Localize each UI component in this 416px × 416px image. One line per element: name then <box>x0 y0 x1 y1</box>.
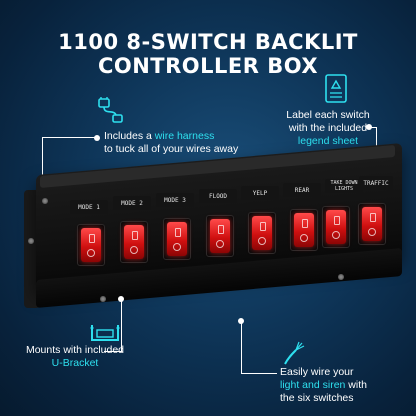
switch-label-5: YELP <box>241 186 279 200</box>
switch-label-1: MODE 1 <box>70 200 108 214</box>
rocker-switch-2[interactable] <box>120 221 148 263</box>
rocker-switch-6[interactable] <box>290 209 318 251</box>
bracket-callout-line-v <box>121 299 122 351</box>
harness-text-pre: Includes a <box>104 130 155 142</box>
legend-text-line2: with the included <box>288 122 368 134</box>
legend-text-highlight: legend sheet <box>297 135 359 147</box>
harness-callout-line-v <box>42 137 43 189</box>
wire-text-highlight: light and siren <box>280 379 346 391</box>
harness-callout-dot <box>94 135 100 141</box>
bracket-callout: Mounts with included U-Bracket <box>10 344 140 370</box>
rocker-switch-5[interactable] <box>248 212 276 254</box>
screw <box>28 238 34 244</box>
legend-callout: Label each switch with the included lege… <box>268 109 388 148</box>
wire-text-line3: the six switches <box>280 392 354 404</box>
bracket-callout-line-h <box>104 351 122 352</box>
wire-callout: Easily wire your light and siren with th… <box>280 366 412 405</box>
legend-callout-line-h <box>368 127 376 128</box>
u-bracket-icon <box>88 322 122 350</box>
rocker-switch-8[interactable] <box>358 203 386 245</box>
legend-text-line1: Label each switch <box>286 109 370 121</box>
screw <box>338 274 344 280</box>
wire-harness-icon <box>96 95 126 129</box>
title-line-2: CONTROLLER BOX <box>97 54 319 78</box>
switch-label-7: TAKE DOWN LIGHTS <box>325 179 363 193</box>
harness-text-post: to tuck all of your wires away <box>104 143 239 155</box>
legend-sheet-icon <box>322 72 352 110</box>
switch-label-2: MODE 2 <box>113 196 151 210</box>
harness-callout-line-h <box>42 137 96 138</box>
switch-label-3: MODE 3 <box>156 193 194 207</box>
harness-callout: Includes a wire harness to tuck all of y… <box>104 130 304 156</box>
wire-icon <box>282 340 306 370</box>
wire-text-line1: Easily wire your <box>280 366 354 378</box>
bracket-text-line1: Mounts with included <box>25 344 125 356</box>
wire-text-post: with <box>345 379 367 391</box>
switch-label-8: TRAFFIC <box>359 176 393 190</box>
rocker-switch-1[interactable] <box>77 224 105 266</box>
screw <box>100 296 106 302</box>
bracket-callout-dot <box>118 296 124 302</box>
rocker-switch-3[interactable] <box>163 218 191 260</box>
harness-text-highlight: wire harness <box>154 130 215 142</box>
bracket-text-highlight: U-Bracket <box>51 357 99 369</box>
switch-label-6: REAR <box>283 183 321 197</box>
title-line-1: 1100 8-SWITCH BACKLIT <box>58 30 358 54</box>
screw <box>42 198 48 204</box>
wire-callout-line-v <box>241 321 242 373</box>
switch-label-4: FLOOD <box>199 189 237 203</box>
rocker-switch-7[interactable] <box>322 206 350 248</box>
rocker-switch-4[interactable] <box>206 215 234 257</box>
wire-callout-line-h <box>241 373 277 374</box>
